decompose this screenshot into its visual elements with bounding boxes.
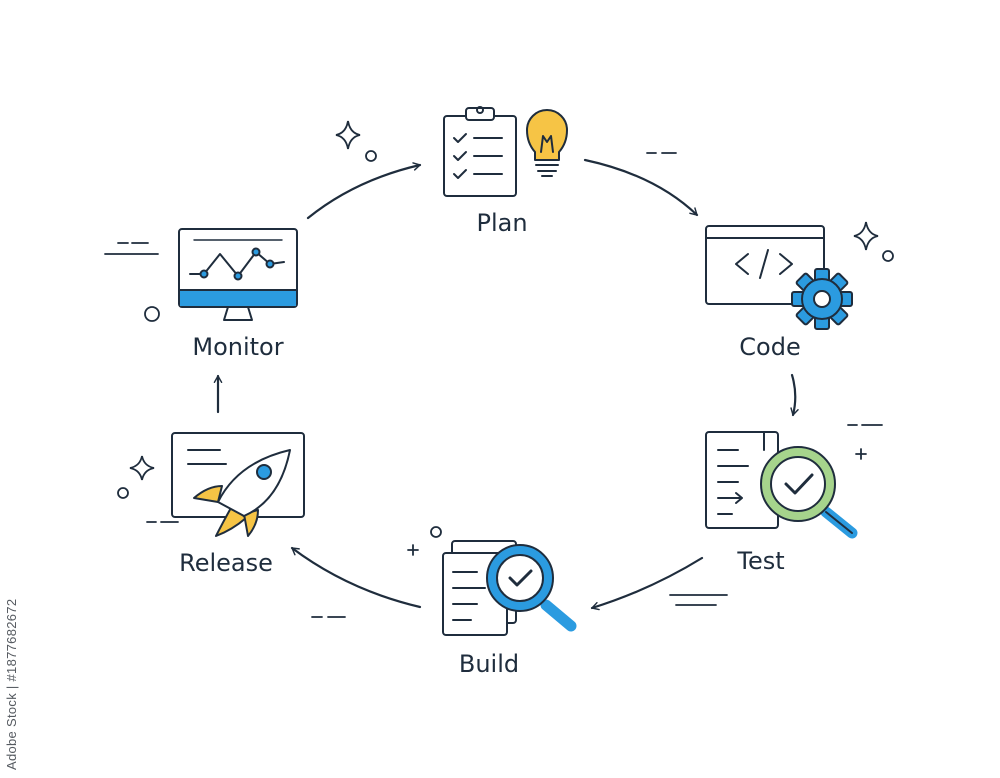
arrow-test-to-build — [590, 556, 704, 611]
sparkle-icon — [129, 455, 155, 481]
arrow-code-to-test — [790, 373, 799, 417]
stage-monitor: Monitor — [178, 228, 298, 361]
dot-icon — [144, 306, 160, 322]
stage-code: Code — [705, 225, 853, 361]
dash-lines — [104, 242, 159, 255]
sparkle-icon — [335, 120, 361, 150]
stage-label-code: Code — [739, 333, 800, 361]
dot-icon — [430, 526, 442, 538]
plus-icon — [407, 544, 419, 556]
stock-side-caption: Adobe Stock | #1877682672 — [4, 598, 19, 770]
cycle-arrows — [213, 158, 799, 611]
arrow-monitor-to-plan — [306, 162, 422, 220]
plus-icon — [855, 448, 867, 460]
stage-release: Release — [171, 432, 305, 577]
document-icon — [705, 431, 779, 529]
stage-test: Test — [705, 431, 858, 575]
rocket-icon — [193, 449, 291, 537]
stage-label-test: Test — [736, 547, 784, 575]
stage-label-monitor: Monitor — [192, 333, 283, 361]
sparkle-icon — [853, 221, 879, 251]
magnifier-check-icon — [486, 544, 577, 632]
clipboard-checklist-icon — [443, 106, 517, 197]
monitor-chart-icon — [178, 228, 298, 321]
stage-label-build: Build — [459, 650, 519, 678]
arrow-build-to-release — [290, 546, 422, 609]
gear-icon — [791, 268, 853, 330]
dot-icon — [365, 150, 377, 162]
dot-icon — [882, 250, 894, 262]
decorations — [104, 120, 894, 618]
code-window-icon — [705, 225, 825, 305]
stage-label-plan: Plan — [476, 209, 527, 237]
stage-plan: Plan — [443, 106, 568, 237]
magnifier-check-icon — [760, 446, 858, 539]
stage-build: Build — [442, 540, 577, 678]
dash-lines — [669, 594, 728, 606]
stage-label-release: Release — [179, 549, 273, 577]
dot-icon — [117, 487, 129, 499]
lightbulb-icon — [526, 109, 568, 177]
arrow-plan-to-code — [583, 158, 699, 217]
